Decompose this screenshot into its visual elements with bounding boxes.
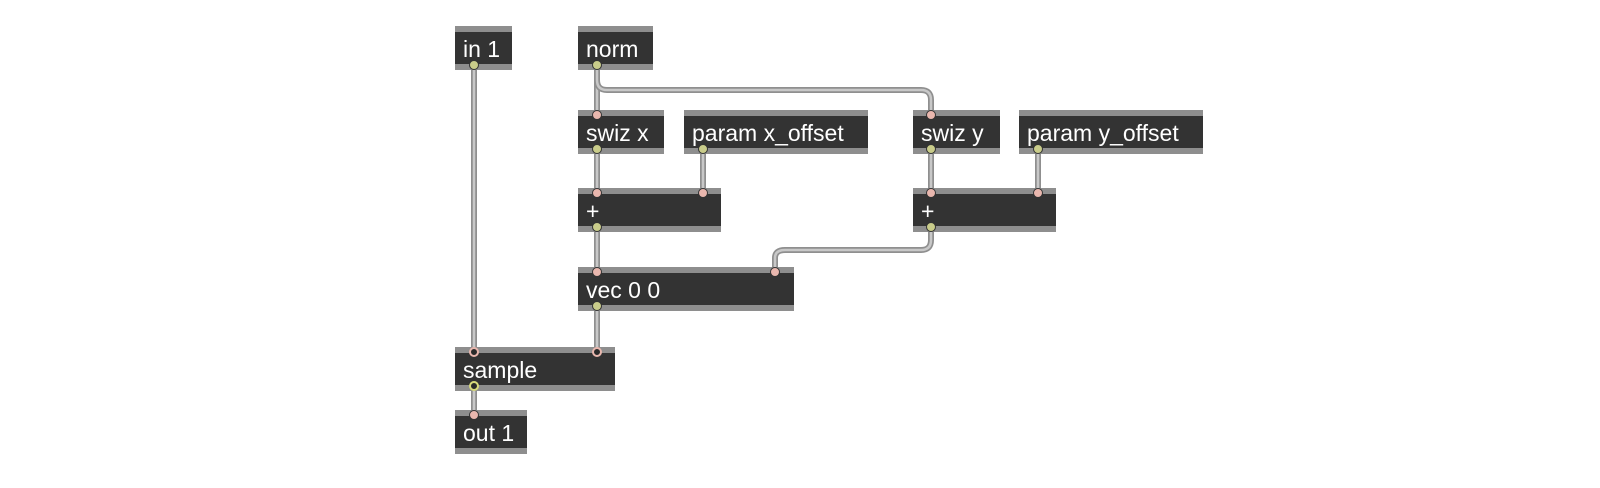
object-label: sample <box>463 357 538 383</box>
object-label: swiz x <box>586 120 649 146</box>
outlet-port[interactable] <box>592 60 602 70</box>
outlet-port[interactable] <box>698 144 708 154</box>
object-norm[interactable]: norm <box>578 26 653 70</box>
outlet-port[interactable] <box>1033 144 1043 154</box>
object-label: in 1 <box>463 36 501 62</box>
object-label: norm <box>586 36 639 62</box>
object-add-y[interactable]: + <box>913 188 1056 232</box>
object-label: param y_offset <box>1027 120 1179 146</box>
object-label: out 1 <box>463 420 515 446</box>
inlet-port-left[interactable] <box>592 267 602 277</box>
object-vec[interactable]: vec 0 0 <box>578 267 794 311</box>
inlet-port-right[interactable] <box>1033 188 1043 198</box>
outlet-port[interactable] <box>926 222 936 232</box>
outlet-port[interactable] <box>592 301 602 311</box>
inlet-port-left[interactable] <box>926 188 936 198</box>
object-swiz-x[interactable]: swiz x <box>578 110 664 154</box>
inlet-port-left[interactable] <box>592 188 602 198</box>
cord-norm-swizy[interactable] <box>594 69 934 111</box>
object-label: + <box>586 198 600 224</box>
outlet-port[interactable] <box>469 60 479 70</box>
inlet-port[interactable] <box>469 410 479 420</box>
outlet-port[interactable] <box>592 144 602 154</box>
object-out-1[interactable]: out 1 <box>455 410 527 454</box>
object-label: swiz y <box>921 120 984 146</box>
cord-addy-vec[interactable] <box>772 231 934 268</box>
inlet-port[interactable] <box>592 110 602 120</box>
object-param-y-offset[interactable]: param y_offset <box>1019 110 1203 154</box>
inlet-port-right[interactable] <box>770 267 780 277</box>
inlet-port-right[interactable] <box>698 188 708 198</box>
object-swiz-y[interactable]: swiz y <box>913 110 1000 154</box>
object-sample[interactable]: sample <box>455 347 615 391</box>
inlet-port-left[interactable] <box>469 347 479 357</box>
object-label: + <box>921 198 935 224</box>
object-label: vec 0 0 <box>586 277 661 303</box>
inlet-port-right[interactable] <box>592 347 602 357</box>
object-param-x-offset[interactable]: param x_offset <box>684 110 868 154</box>
outlet-port[interactable] <box>592 222 602 232</box>
object-in-1[interactable]: in 1 <box>455 26 512 70</box>
outlet-port[interactable] <box>926 144 936 154</box>
outlet-port[interactable] <box>469 381 479 391</box>
object-label: param x_offset <box>692 120 844 146</box>
object-add-x[interactable]: + <box>578 188 721 232</box>
inlet-port[interactable] <box>926 110 936 120</box>
